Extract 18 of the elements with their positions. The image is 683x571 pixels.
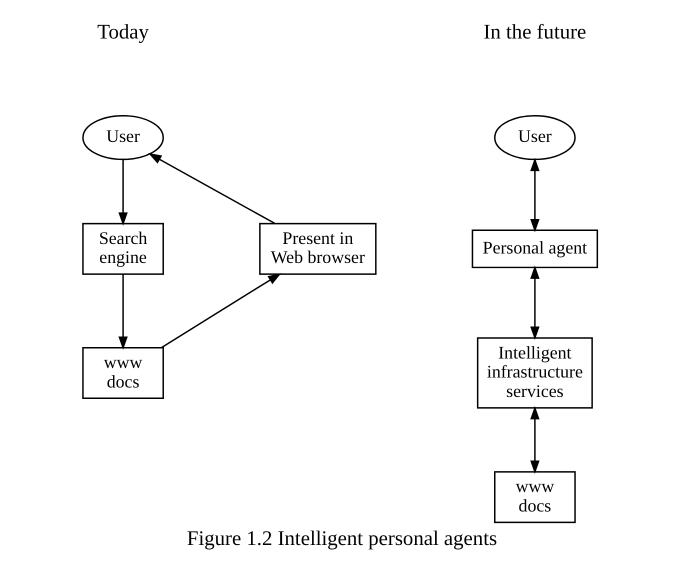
node-box: www docs	[82, 346, 164, 399]
arrow	[530, 406, 540, 474]
arrow	[148, 153, 274, 224]
arrow	[530, 158, 540, 232]
arrow	[118, 274, 128, 350]
node-box: Present in Web browser	[258, 222, 376, 275]
node-box: Intelligent infrastructure services	[476, 337, 592, 409]
arrow	[160, 273, 281, 348]
arrow	[118, 160, 128, 226]
node-box: Personal agent	[471, 230, 598, 268]
arrow	[530, 265, 540, 340]
node-ellipse: User	[82, 114, 164, 160]
node-box: Search engine	[82, 222, 164, 275]
label: In the future	[483, 19, 586, 44]
node-ellipse: User	[494, 114, 576, 160]
node-box: www docs	[494, 471, 576, 524]
label: Today	[96, 19, 148, 44]
caption: Figure 1.2 Intelligent personal agents	[186, 526, 497, 550]
